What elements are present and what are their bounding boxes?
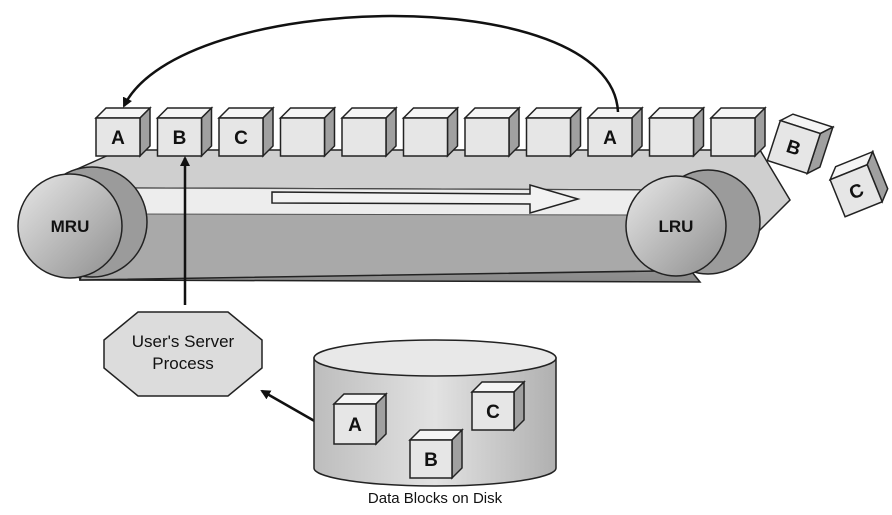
belt-block <box>524 106 583 158</box>
belt-block: A <box>586 106 644 158</box>
belt-block-label: A <box>111 128 125 149</box>
mru-label: MRU <box>51 217 90 236</box>
belt-block <box>709 106 767 158</box>
belt-block-label: B <box>173 128 187 149</box>
mru-roller: MRU <box>17 166 148 279</box>
belt-block-label: A <box>603 128 617 149</box>
belt-block <box>401 106 460 158</box>
belt-block <box>278 106 337 158</box>
disk-block-b-label: B <box>424 450 438 471</box>
disk-block-c-label: C <box>486 402 500 423</box>
user-server-process: User's Server Process <box>103 311 263 397</box>
belt-block <box>340 106 398 158</box>
process-label-line1: User's Server <box>132 332 235 351</box>
disk-block-c: C <box>470 380 526 432</box>
belt-block: C <box>217 106 275 158</box>
disk-caption: Data Blocks on Disk <box>368 490 503 507</box>
belt-block <box>647 106 706 158</box>
disk-to-process-arrow <box>260 389 319 425</box>
disk-block-b: B <box>408 428 464 480</box>
belt-block: A <box>94 106 152 158</box>
belt-block-label: C <box>234 128 248 149</box>
belt-direction-arrow <box>271 184 581 214</box>
belt-block <box>463 106 521 158</box>
falling-block-c: C <box>828 149 889 218</box>
lru-roller: LRU <box>625 169 761 277</box>
lru-label: LRU <box>659 217 694 236</box>
belt-block: B <box>155 106 214 158</box>
falling-block-b-label: B <box>784 136 804 160</box>
reuse-arrow <box>122 14 620 113</box>
disk-block-a-label: A <box>348 415 362 436</box>
falling-block-b: B <box>766 113 835 175</box>
conveyor-belt <box>45 149 791 283</box>
process-label-line2: Process <box>152 354 213 373</box>
disk-block-a: A <box>332 392 388 446</box>
